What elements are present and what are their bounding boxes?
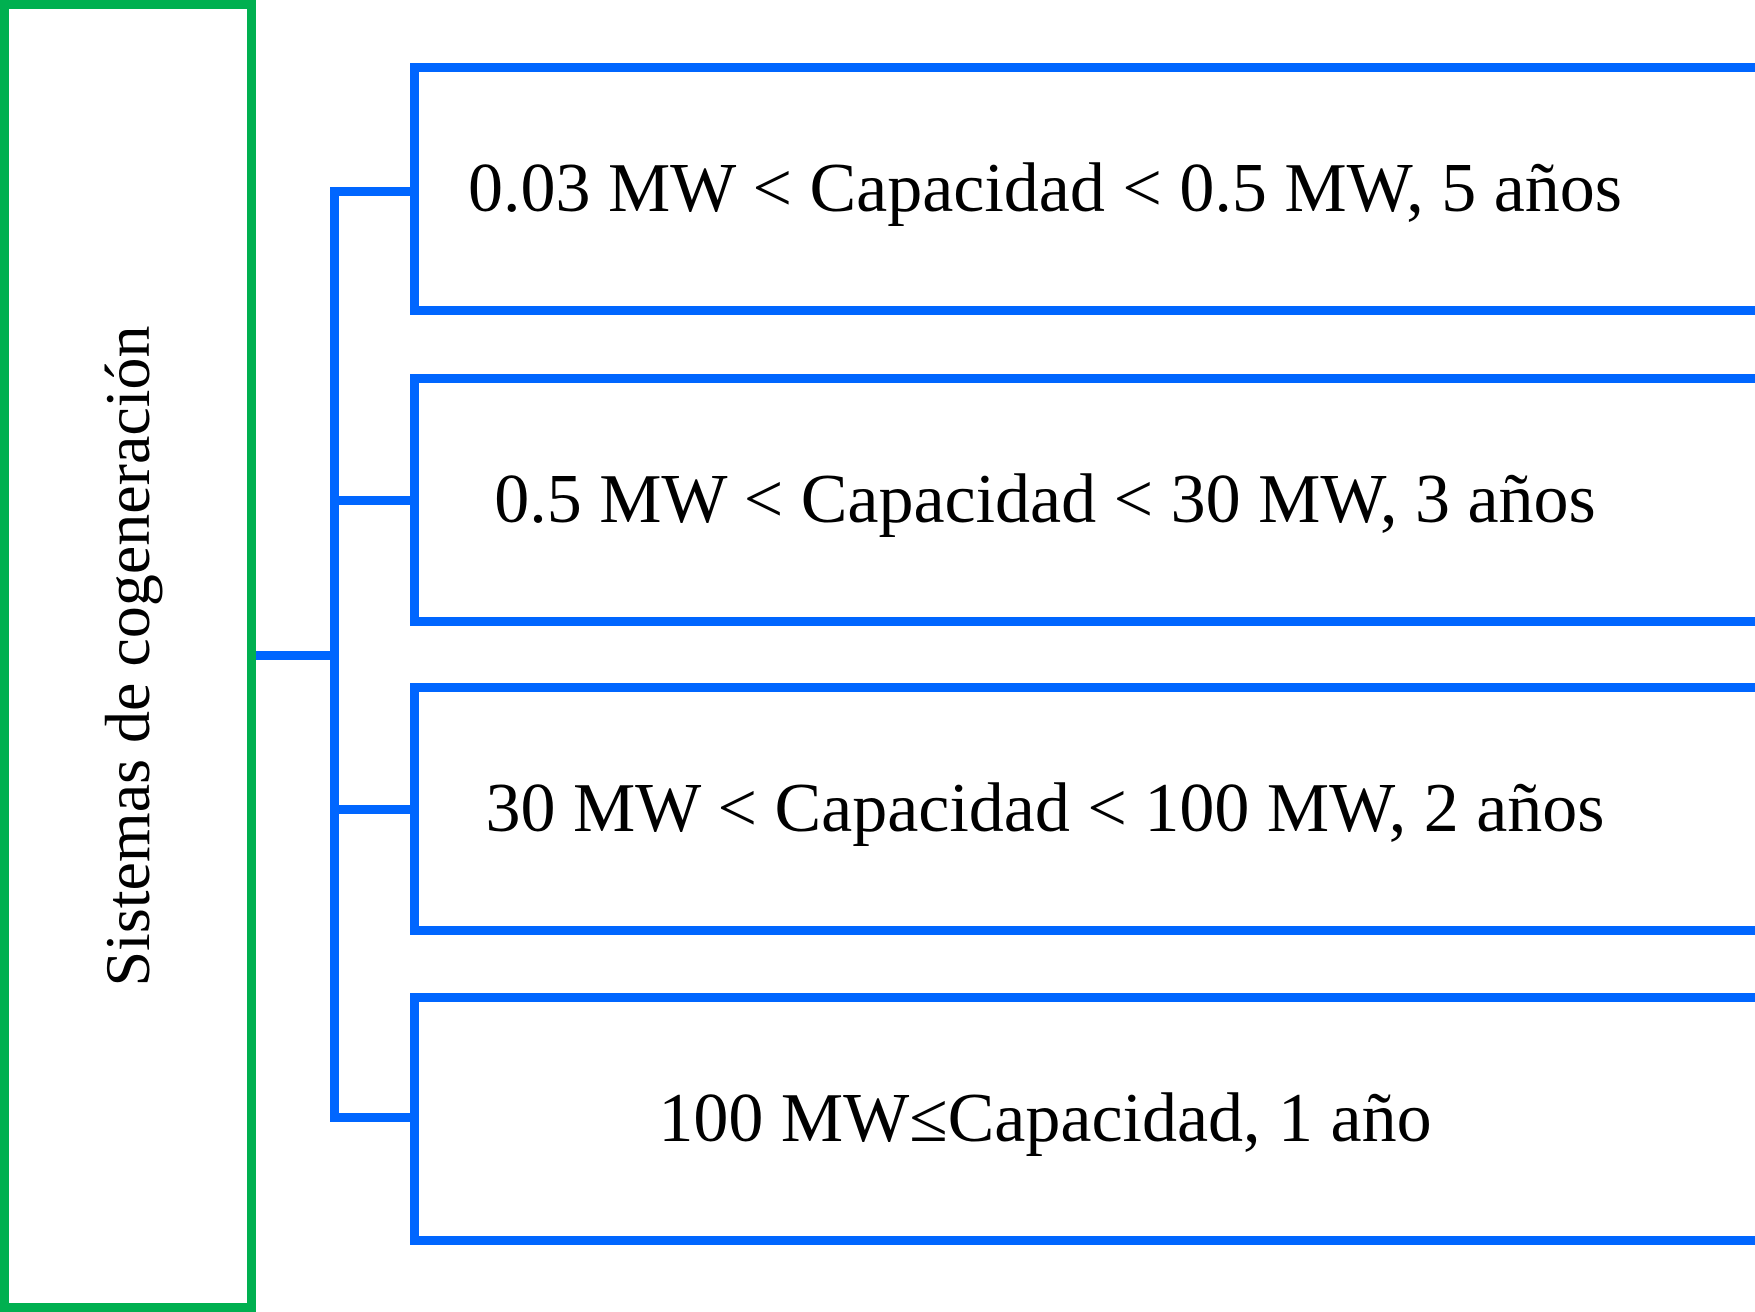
category-label: 0.5 MW < Capacidad < 30 MW, 3 años	[494, 461, 1596, 538]
category-label: 30 MW < Capacidad < 100 MW, 2 años	[485, 770, 1605, 847]
connector-branch-4	[330, 1113, 415, 1122]
root-label: Sistemas de cogeneración	[92, 325, 163, 987]
connector-branch-1	[330, 187, 415, 196]
connector-root	[256, 651, 338, 660]
category-box-1: 0.03 MW < Capacidad < 0.5 MW, 5 años	[410, 63, 1755, 315]
category-label: 0.03 MW < Capacidad < 0.5 MW, 5 años	[467, 150, 1623, 227]
root-node: Sistemas de cogeneración	[0, 0, 256, 1312]
category-box-3: 30 MW < Capacidad < 100 MW, 2 años	[410, 683, 1755, 935]
category-label: 100 MW≤Capacidad, 1 año	[658, 1080, 1432, 1157]
connector-spine	[330, 187, 339, 1122]
connector-branch-3	[330, 805, 415, 814]
connector-branch-2	[330, 496, 415, 505]
category-box-2: 0.5 MW < Capacidad < 30 MW, 3 años	[410, 374, 1755, 626]
category-box-4: 100 MW≤Capacidad, 1 año	[410, 993, 1755, 1245]
